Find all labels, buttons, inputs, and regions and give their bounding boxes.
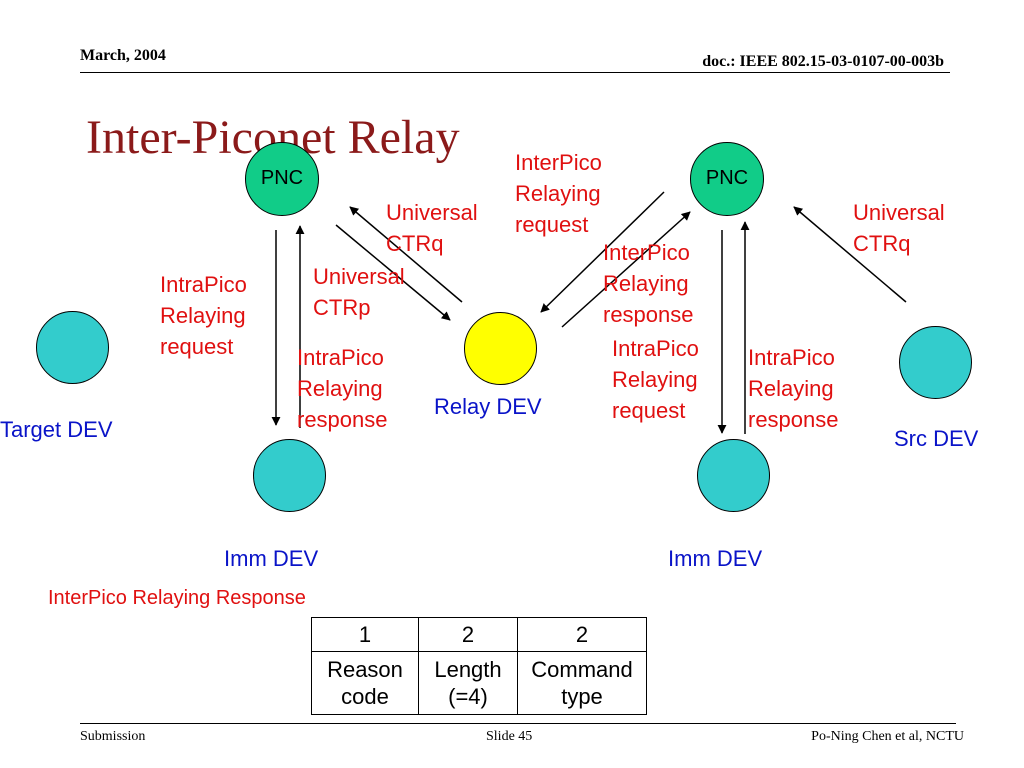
size-cell-reason: 1 — [311, 617, 419, 652]
arrow-interpico-response — [561, 211, 691, 328]
header-doc-id: doc.: IEEE 802.15-03-0107-00-003b — [702, 53, 944, 70]
size-cell-length: 2 — [418, 617, 518, 652]
pnc-right-label: PNC — [705, 167, 749, 189]
imm-dev-right-node — [697, 439, 770, 512]
field-cell-length: Length(=4) — [418, 651, 518, 715]
size-cell-command: 2 — [517, 617, 647, 652]
relay-dev-label: Relay DEV — [434, 394, 542, 419]
frame-caption: InterPico Relaying Response — [48, 587, 306, 609]
pnc-right-node — [690, 142, 764, 216]
arrow-interpico-request — [540, 191, 665, 313]
arrow-universal-ctrp — [335, 224, 451, 321]
imm-dev-left-label: Imm DEV — [224, 546, 319, 571]
pnc-left-label: PNC — [260, 167, 304, 189]
table-row: 1 2 2 — [311, 617, 647, 652]
footer-slide-number: Slide 45 — [486, 729, 533, 744]
header-date: March, 2004 — [80, 47, 166, 64]
arrow-universal-ctrq-right — [793, 206, 907, 303]
arrow-universal-ctrq-left — [349, 206, 463, 303]
imm-dev-left-node — [253, 439, 326, 512]
footer-author: Po-Ning Chen et al, NCTU — [811, 729, 964, 744]
target-dev-node — [36, 311, 109, 384]
footer-submission: Submission — [80, 729, 146, 744]
imm-dev-right-label: Imm DEV — [668, 546, 763, 571]
pnc-left-node — [245, 142, 319, 216]
footer-rule — [80, 723, 956, 724]
relay-dev-node — [464, 312, 537, 385]
header-rule — [80, 72, 950, 73]
target-dev-label: Target DEV — [0, 417, 113, 442]
src-dev-node — [899, 326, 972, 399]
src-dev-label: Src DEV — [894, 426, 979, 451]
